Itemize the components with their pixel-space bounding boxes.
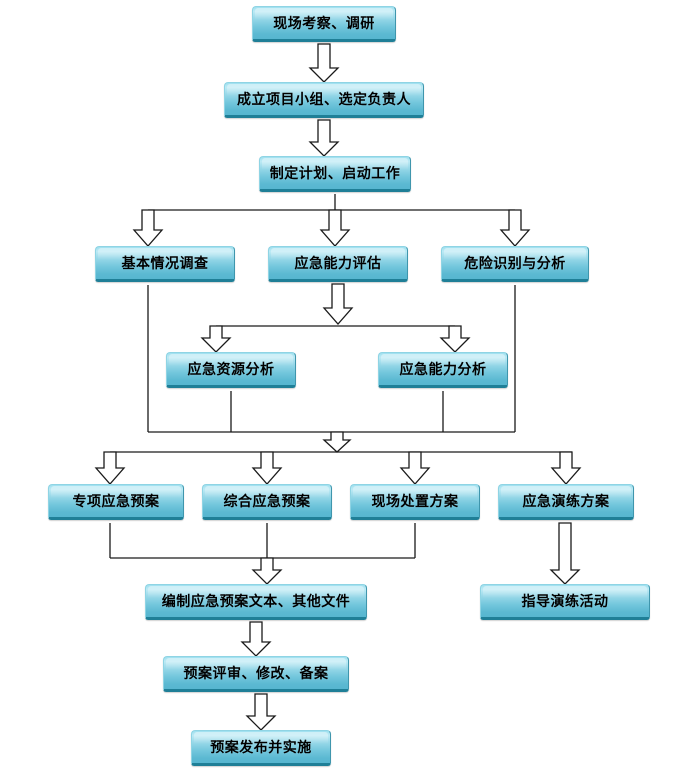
node-label: 预案评审、修改、备案 bbox=[183, 666, 329, 682]
connector-n5-bus4 bbox=[200, 283, 471, 353]
connector-plans-n13 bbox=[109, 523, 416, 585]
node-label: 应急能力评估 bbox=[294, 256, 382, 272]
node-label: 危险识别与分析 bbox=[464, 256, 566, 272]
node-label: 应急能力分析 bbox=[399, 362, 487, 378]
node-label: 编制应急预案文本、其他文件 bbox=[161, 594, 351, 610]
node-label: 综合应急预案 bbox=[223, 494, 311, 510]
node-site-survey[interactable]: 现场考察、调研 bbox=[252, 6, 396, 42]
node-publish-and-implement-plan[interactable]: 预案发布并实施 bbox=[191, 730, 331, 766]
connector-n13-n15 bbox=[240, 621, 272, 657]
node-label: 现场处置方案 bbox=[371, 494, 459, 510]
node-basic-situation-survey[interactable]: 基本情况调查 bbox=[95, 246, 235, 282]
node-emergency-capability-analysis[interactable]: 应急能力分析 bbox=[378, 352, 508, 388]
node-label: 应急演练方案 bbox=[522, 494, 610, 510]
node-onsite-disposal-plan[interactable]: 现场处置方案 bbox=[350, 484, 480, 520]
node-label: 成立项目小组、选定负责人 bbox=[237, 92, 411, 108]
node-emergency-drill-plan[interactable]: 应急演练方案 bbox=[498, 484, 634, 520]
node-label: 制定计划、启动工作 bbox=[269, 166, 401, 182]
connector-n12-n14 bbox=[549, 522, 581, 585]
connector-n2-n3 bbox=[308, 119, 340, 157]
node-emergency-capability-assessment[interactable]: 应急能力评估 bbox=[268, 246, 408, 282]
node-label: 应急资源分析 bbox=[187, 362, 275, 378]
node-emergency-resource-analysis[interactable]: 应急资源分析 bbox=[166, 352, 296, 388]
node-hazard-identification-analysis[interactable]: 危险识别与分析 bbox=[441, 246, 589, 282]
node-compile-plan-text-documents[interactable]: 编制应急预案文本、其他文件 bbox=[145, 584, 367, 620]
connector-bus5 bbox=[94, 451, 582, 485]
node-comprehensive-emergency-plan[interactable]: 综合应急预案 bbox=[202, 484, 332, 520]
node-plan-review-revise-file[interactable]: 预案评审、修改、备案 bbox=[163, 656, 349, 692]
node-label: 预案发布并实施 bbox=[210, 740, 312, 756]
node-label: 现场考察、调研 bbox=[273, 16, 375, 32]
node-label: 指导演练活动 bbox=[521, 594, 609, 610]
node-make-plan-start-work[interactable]: 制定计划、启动工作 bbox=[259, 156, 411, 192]
connector-n1-n2 bbox=[308, 43, 340, 83]
node-label: 基本情况调查 bbox=[121, 256, 209, 272]
node-special-emergency-plan[interactable]: 专项应急预案 bbox=[48, 484, 184, 520]
connector-n15-n16 bbox=[245, 693, 277, 731]
connector-n3-bus3 bbox=[132, 194, 531, 247]
node-form-project-team[interactable]: 成立项目小组、选定负责人 bbox=[224, 82, 424, 118]
node-guide-drill-activities[interactable]: 指导演练活动 bbox=[480, 584, 650, 620]
node-label: 专项应急预案 bbox=[72, 494, 160, 510]
